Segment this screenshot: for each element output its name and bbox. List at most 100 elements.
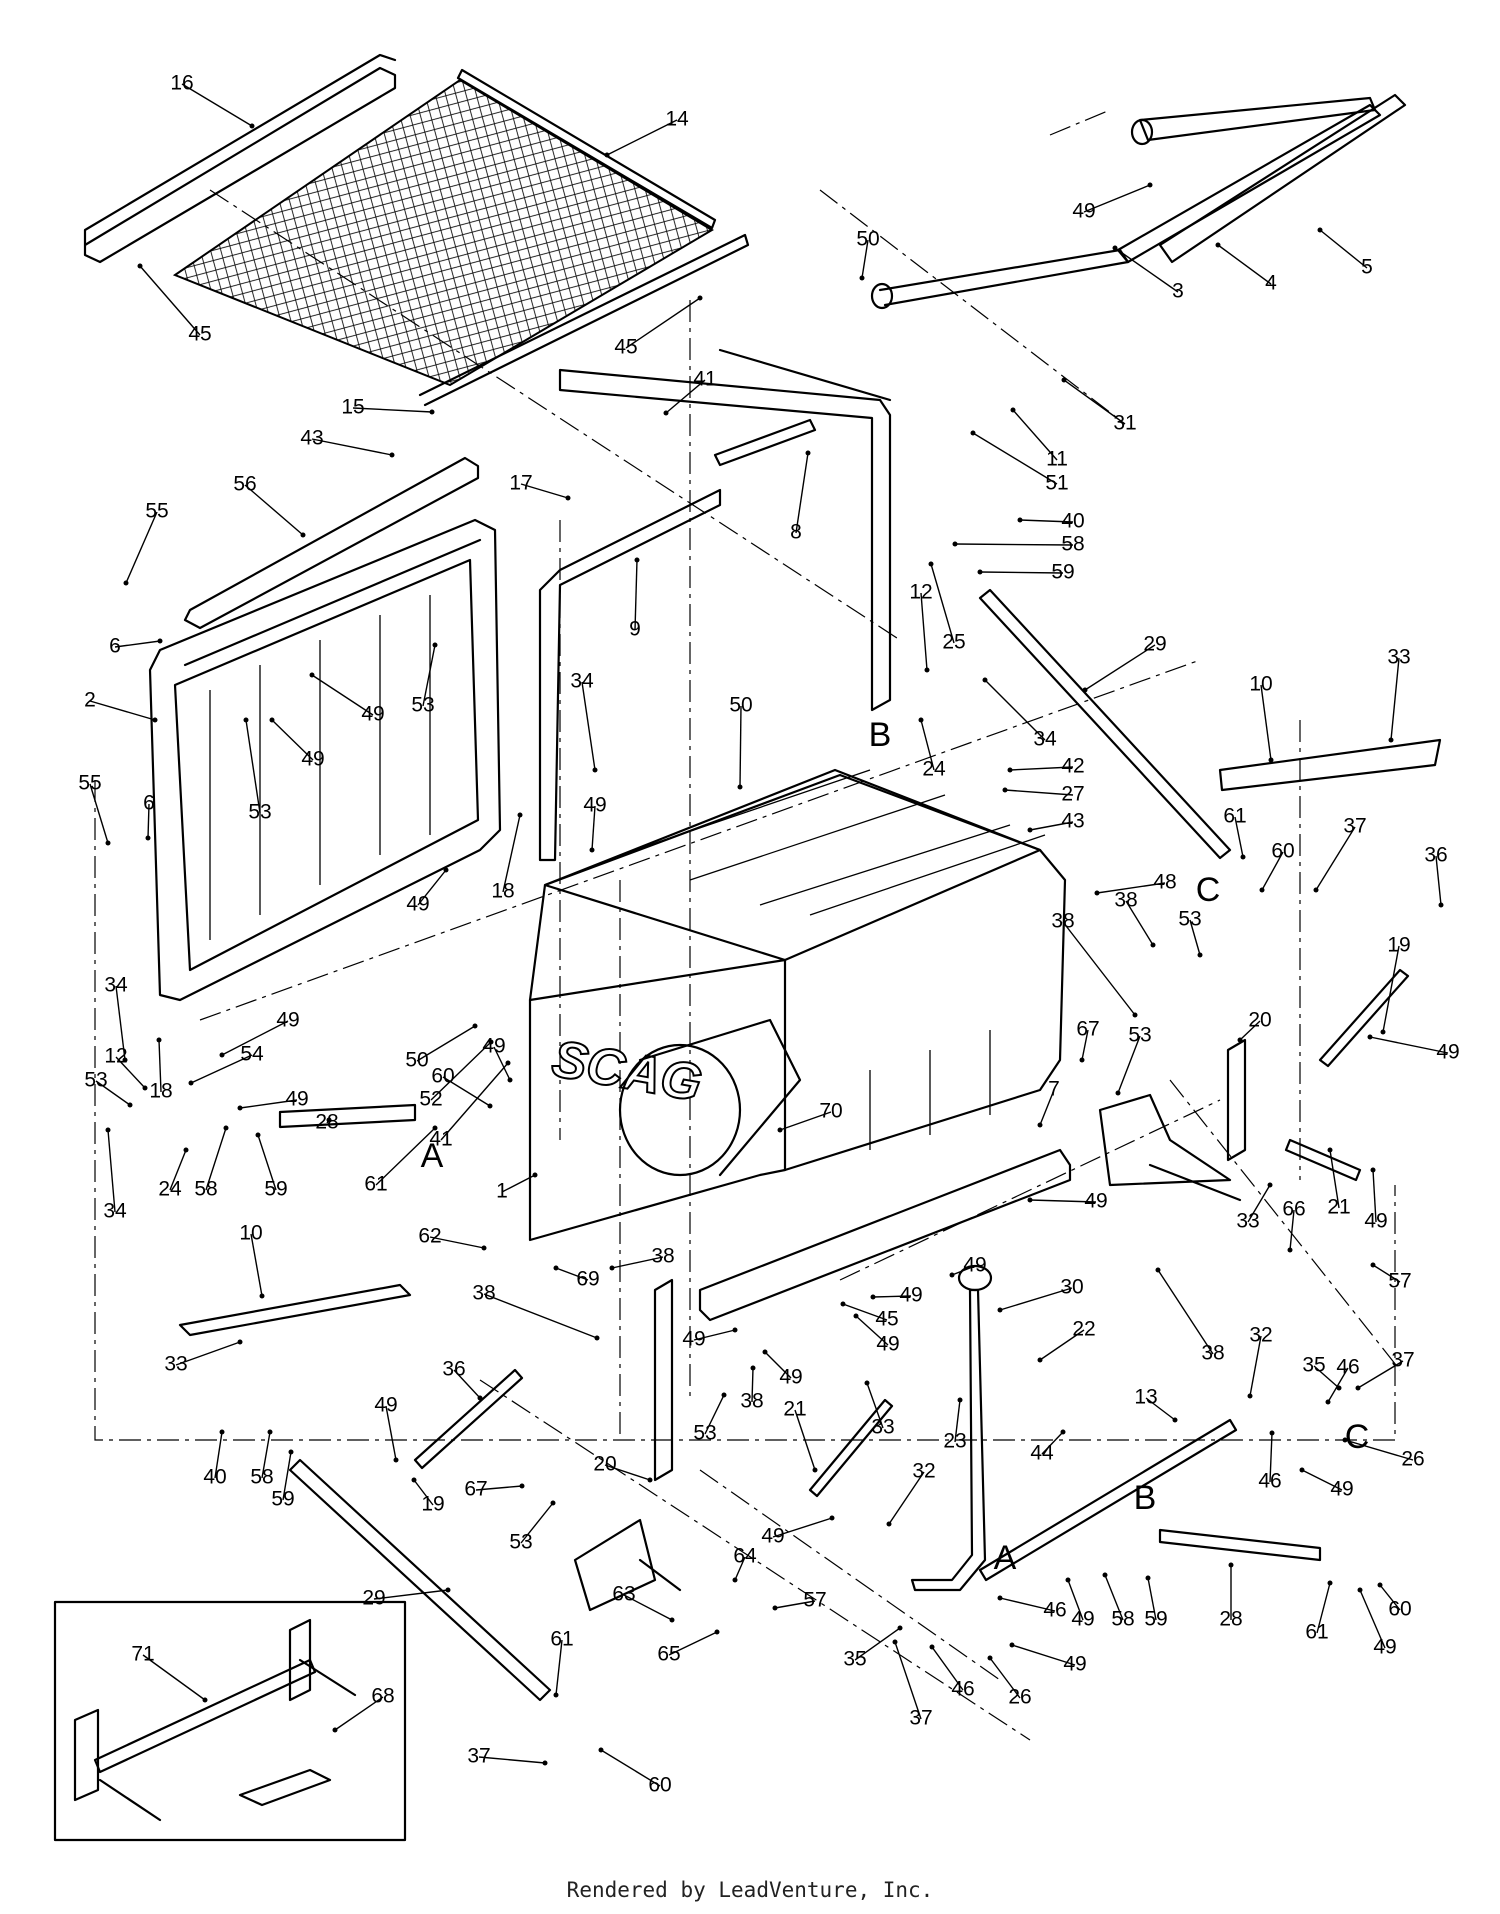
leader-tip-c56: [300, 532, 306, 538]
callout-c55a: 55: [145, 500, 168, 523]
callout-c61d: 61: [550, 1628, 573, 1651]
leader-lines: [89, 83, 1449, 1787]
callout-c49q: 49: [1330, 1478, 1353, 1501]
hopper-body: SCAG: [528, 768, 1067, 1242]
callout-c62: 62: [418, 1225, 441, 1248]
leader-c27: [1004, 789, 1074, 796]
leader-c12a: [920, 592, 928, 671]
callout-c37d: 37: [467, 1745, 490, 1768]
rail-16: [83, 53, 397, 264]
leader-c49b: [311, 674, 374, 716]
leader-tip-c13: [1172, 1417, 1178, 1423]
callout-c49p: 49: [779, 1366, 802, 1389]
leader-c60a: [1261, 851, 1284, 891]
callout-c57b: 57: [803, 1589, 826, 1612]
leader-c10b: [250, 1233, 263, 1297]
leader-c8: [795, 452, 809, 534]
leader-tip-c49t: [1009, 1642, 1015, 1648]
leader-tip-c33d: [864, 1380, 870, 1386]
callout-c58c: 58: [250, 1466, 273, 1489]
leader-c49q: [1301, 1469, 1343, 1491]
leader-tip-c49n: [853, 1313, 859, 1319]
leader-tip-c36a: [1438, 902, 1444, 908]
callout-c49n: 49: [876, 1333, 899, 1356]
leader-c56: [244, 484, 304, 536]
leader-c54: [190, 1054, 253, 1084]
callout-c6a: 6: [109, 635, 121, 658]
leader-c41a: [665, 379, 706, 414]
leader-c58a: [954, 543, 1074, 546]
leader-c49c: [271, 719, 314, 761]
leader-tip-c33b: [1267, 1182, 1273, 1188]
leader-tip-c14: [604, 152, 610, 158]
callout-c52: 52: [419, 1088, 442, 1111]
leader-c59c: [282, 1451, 292, 1501]
leader-tip-c44: [1060, 1429, 1066, 1435]
plate-56: [183, 456, 480, 630]
callout-c38a: 38: [1114, 889, 1137, 912]
leader-tip-c41a: [663, 410, 669, 416]
callout-c56: 56: [233, 473, 256, 496]
leader-c57a: [1372, 1264, 1401, 1283]
leader-c41b: [440, 1062, 509, 1141]
leader-tip-c49m: [870, 1294, 876, 1300]
section-letter-lB1: B: [869, 716, 892, 754]
leader-c49i: [239, 1099, 298, 1109]
section-letter-lC2: C: [1345, 1418, 1370, 1456]
leader-tip-c52: [488, 1039, 494, 1045]
leader-c62: [429, 1236, 485, 1249]
callout-c53e: 53: [84, 1069, 107, 1092]
leader-c18b: [158, 1039, 162, 1093]
callout-c49g: 49: [1436, 1041, 1459, 1064]
leader-tip-c38b: [1132, 1012, 1138, 1018]
callout-c4: 4: [1265, 272, 1277, 295]
leader-tip-c68: [332, 1727, 338, 1733]
rod-29-upper: [978, 588, 1232, 860]
leader-tip-c58a: [952, 541, 958, 547]
leader-c21a: [1329, 1149, 1340, 1209]
callout-c58d: 58: [1111, 1608, 1134, 1631]
section-letter-lB2: B: [1134, 1479, 1157, 1517]
leader-tip-c61d: [553, 1692, 559, 1698]
callout-c44: 44: [1030, 1442, 1054, 1465]
leader-tip-c25a: [928, 561, 934, 567]
leader-tip-c1: [532, 1172, 538, 1178]
callout-c70: 70: [819, 1100, 842, 1123]
callout-c57a: 57: [1388, 1270, 1411, 1293]
callout-c20b: 20: [593, 1453, 616, 1476]
leader-c53f: [704, 1394, 725, 1435]
leader-c22: [1039, 1329, 1085, 1361]
callout-c36b: 36: [442, 1358, 465, 1381]
callout-c43b: 43: [1061, 810, 1084, 833]
leader-tip-c60a: [1259, 887, 1265, 893]
leader-tip-c35b: [897, 1625, 903, 1631]
callout-c49l: 49: [963, 1254, 986, 1277]
leader-c20a: [1239, 1020, 1261, 1041]
leader-tip-c48: [1094, 890, 1100, 896]
bracket-arm: [870, 93, 1407, 310]
leader-c38a: [1125, 900, 1154, 946]
callout-c49f: 49: [276, 1009, 299, 1032]
callout-c46b: 46: [1258, 1470, 1281, 1493]
callout-c9: 9: [629, 618, 641, 641]
callout-c49u: 49: [1071, 1608, 1094, 1631]
callout-c38e: 38: [1201, 1342, 1224, 1365]
callout-c53f: 53: [693, 1422, 716, 1445]
callout-c30: 30: [1060, 1276, 1083, 1299]
callout-c64: 64: [733, 1545, 757, 1568]
leader-c55b: [89, 783, 109, 844]
callout-c61a: 61: [1223, 805, 1246, 828]
leader-c45b: [625, 297, 701, 349]
leader-c49a: [1083, 184, 1151, 213]
leader-c40a: [1019, 519, 1074, 523]
leader-tip-c65: [714, 1629, 720, 1635]
leader-tip-c36b: [477, 1395, 483, 1401]
leader-tip-c30: [997, 1307, 1003, 1313]
leader-c61c: [1316, 1582, 1331, 1634]
leader-c68: [334, 1696, 384, 1731]
callout-c66: 66: [1282, 1198, 1305, 1221]
leader-tip-c34c: [122, 1057, 128, 1063]
frame-rail: [698, 1148, 1072, 1322]
leader-tip-c8: [805, 450, 811, 456]
